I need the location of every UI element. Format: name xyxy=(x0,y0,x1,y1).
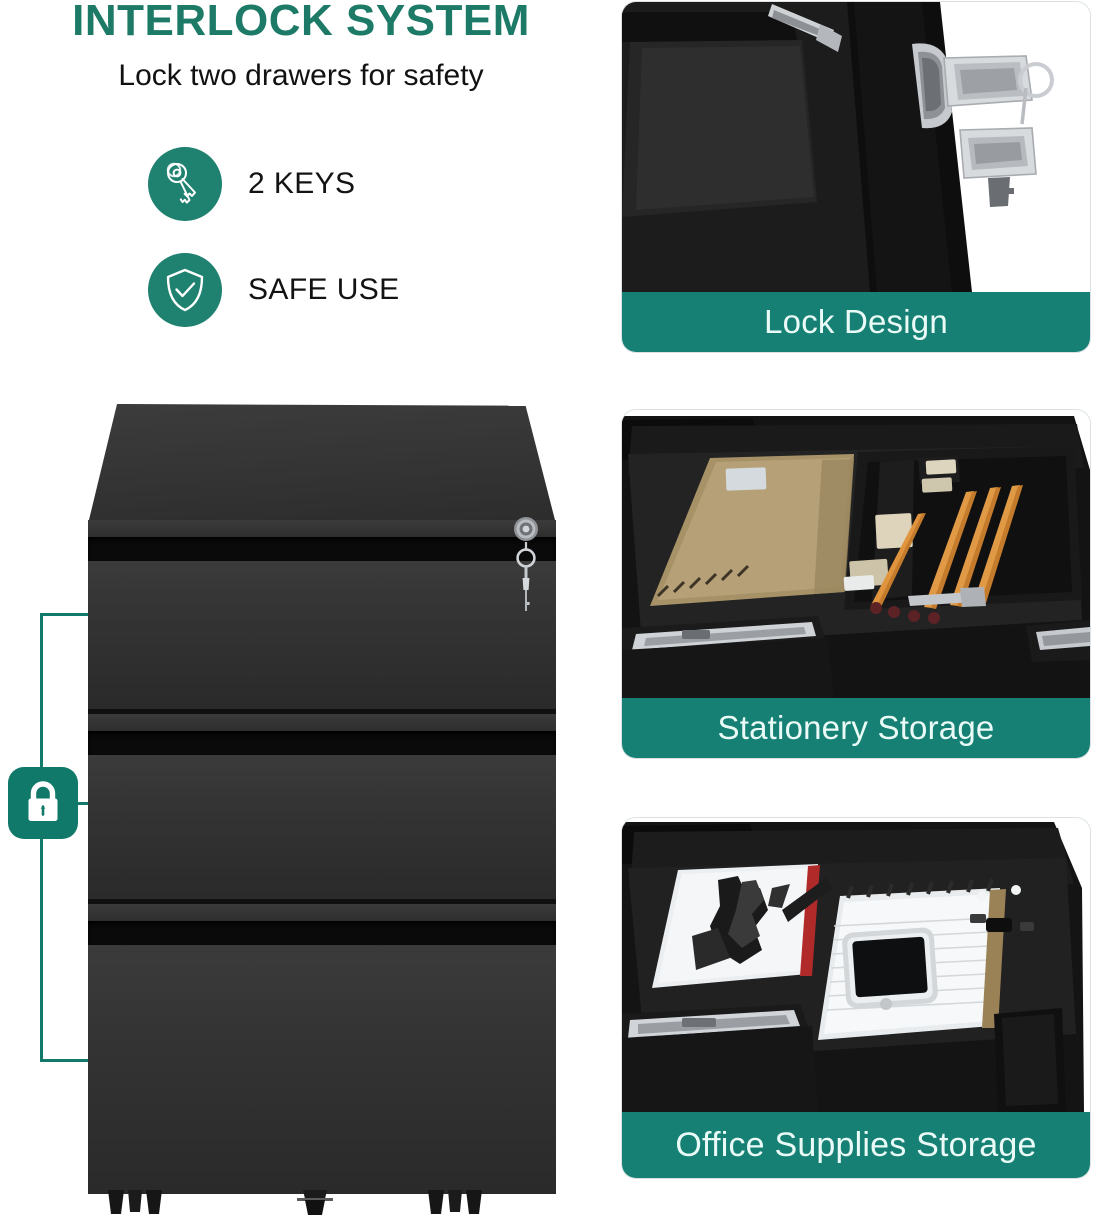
open-drawer-with-notebook-pencils-erasers-photo xyxy=(622,410,1090,698)
drawer-lip xyxy=(88,714,556,732)
keys-icon xyxy=(148,147,222,221)
drawer-handle-gap xyxy=(88,537,556,561)
mobile-file-cabinet-illustration xyxy=(88,404,556,1215)
drawer-handle-gap xyxy=(88,921,556,945)
drawer-face xyxy=(88,561,556,709)
cabinet-top-surface xyxy=(88,404,556,524)
key-cylinder-icon xyxy=(506,516,546,626)
feature-item-safe-use: SAFE USE xyxy=(148,253,400,327)
feature-panel: Office Supplies Storage xyxy=(622,818,1090,1178)
drawer-face xyxy=(88,755,556,899)
page-title: INTERLOCK SYSTEM xyxy=(72,0,530,45)
open-drawer-with-magazine-notepad-phone-photo xyxy=(622,818,1090,1112)
cabinet-drawer xyxy=(88,714,556,904)
caster-wheel xyxy=(293,1190,351,1216)
drawer-separator xyxy=(88,709,556,714)
feature-panel: Stationery Storage xyxy=(622,410,1090,758)
drawer-lip xyxy=(88,904,556,922)
feature-panel: Lock Design xyxy=(622,2,1090,352)
drawer-lip xyxy=(88,520,556,538)
feature-item-keys: 2 KEYS xyxy=(148,147,355,221)
panel-caption: Lock Design xyxy=(622,292,1090,352)
connector-vertical-bottom xyxy=(40,838,43,1062)
feature-label: SAFE USE xyxy=(248,273,400,306)
panel-caption: Office Supplies Storage xyxy=(622,1112,1090,1178)
feature-label: 2 KEYS xyxy=(248,167,356,200)
cabinet-body xyxy=(88,520,556,1194)
panel-caption: Stationery Storage xyxy=(622,698,1090,758)
drawer-separator xyxy=(88,899,556,904)
shield-check-icon xyxy=(148,253,222,327)
drawer-face xyxy=(88,945,556,1194)
drawer-lock-with-keys-photo xyxy=(622,2,1090,292)
padlock-icon xyxy=(8,767,78,839)
cabinet-drawer xyxy=(88,520,556,714)
left-column: INTERLOCK SYSTEM Lock two drawers for sa… xyxy=(8,0,556,1215)
cabinet-drawer xyxy=(88,904,556,1194)
page-subtitle: Lock two drawers for safety xyxy=(118,59,484,92)
caster-wheel xyxy=(106,1190,164,1216)
drawer-handle-gap xyxy=(88,731,556,755)
caster-wheel xyxy=(426,1190,484,1216)
